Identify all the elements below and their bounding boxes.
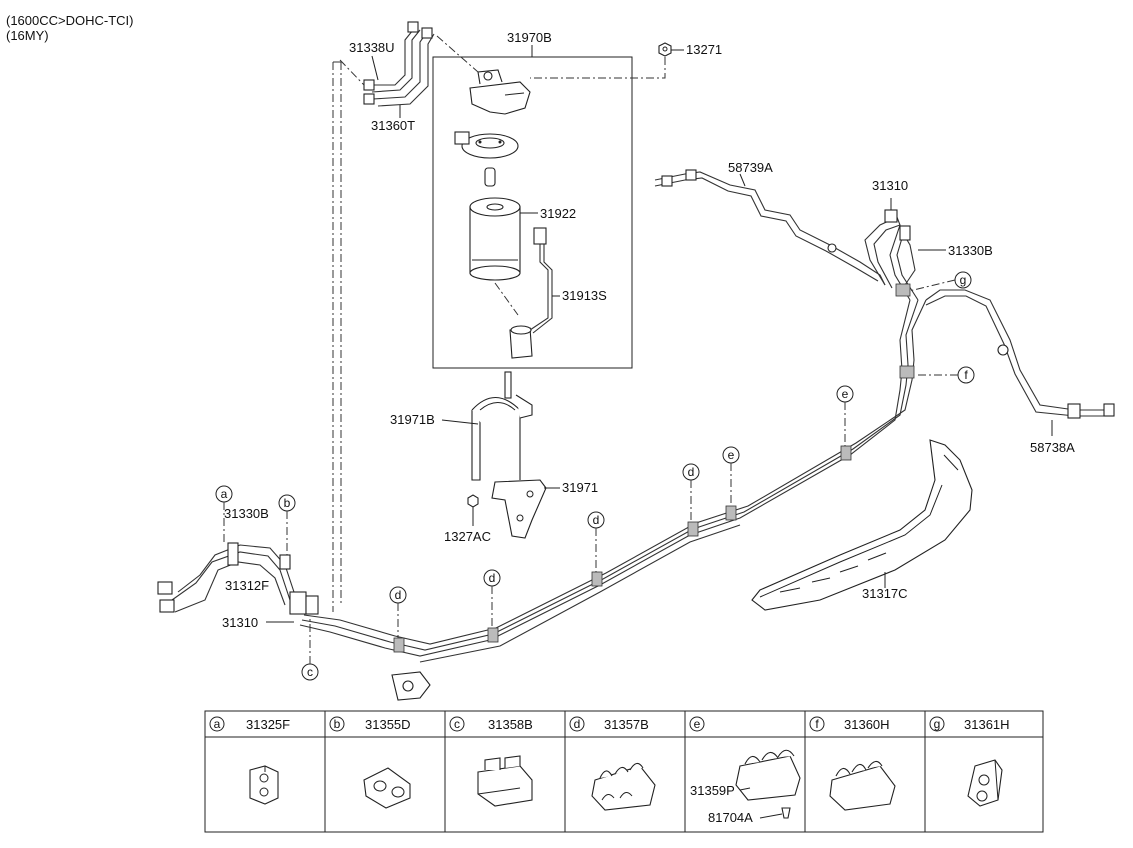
svg-text:31355D: 31355D: [365, 717, 411, 732]
hose-31330B-top: [864, 209, 916, 289]
callout-c: c: [301, 616, 319, 681]
svg-text:f: f: [964, 368, 968, 382]
callout-g: g: [904, 271, 972, 293]
heat-shield-31317C: [751, 439, 973, 611]
filter-head: [469, 69, 531, 115]
label-31360T: 31360T: [371, 118, 415, 133]
label-31338U: 31338U: [349, 40, 395, 55]
label-31330B-top: 31330B: [948, 243, 993, 258]
callout-a: a: [215, 485, 233, 545]
filter-cartridge-31922: [469, 197, 521, 281]
callout-d-2: d: [483, 569, 501, 630]
model-year: (16MY): [6, 28, 49, 43]
svg-text:e: e: [842, 387, 849, 401]
label-31971B: 31971B: [390, 412, 435, 427]
bottom-connector: [391, 671, 431, 701]
legend-table: [204, 710, 1044, 833]
callout-d-3: d: [587, 511, 605, 575]
nut-13271: [658, 42, 672, 57]
label-31970B: 31970B: [507, 30, 552, 45]
svg-text:31360H: 31360H: [844, 717, 890, 732]
svg-text:e: e: [728, 448, 735, 462]
svg-text:31357B: 31357B: [604, 717, 649, 732]
clip-31359P-drawing: [735, 749, 801, 819]
clip-31325F-drawing: [249, 765, 279, 805]
engine-spec: (1600CC>DOHC-TCI): [6, 13, 134, 28]
callout-e-1: e: [722, 446, 740, 510]
label-31359P: 31359P: [690, 783, 735, 798]
filter-hose-set: [363, 21, 435, 107]
callout-d-4: d: [682, 463, 700, 525]
svg-text:e: e: [694, 717, 701, 731]
legend-cell-c: c 31358B: [449, 716, 533, 732]
svg-text:b: b: [284, 496, 291, 510]
label-31312F: 31312F: [225, 578, 269, 593]
svg-text:31358B: 31358B: [488, 717, 533, 732]
label-31317C: 31317C: [862, 586, 908, 601]
svg-text:c: c: [307, 665, 313, 679]
label-31922: 31922: [540, 206, 576, 221]
svg-text:g: g: [934, 717, 941, 731]
legend-cell-e: e: [689, 716, 705, 732]
legend-cell-b: b 31355D: [329, 716, 411, 732]
label-81704A: 81704A: [708, 810, 753, 825]
line-clamps: [393, 283, 915, 653]
legend-cell-g: g 31361H: [929, 716, 1010, 732]
svg-text:g: g: [960, 273, 967, 287]
svg-text:f: f: [815, 717, 819, 731]
label-58739A: 58739A: [728, 160, 773, 175]
callout-b: b: [278, 494, 296, 555]
svg-text:31361H: 31361H: [964, 717, 1010, 732]
label-31310-left: 31310: [222, 615, 258, 630]
vent-line-58739A: [654, 169, 886, 286]
legend-cell-f: f 31360H: [809, 716, 890, 732]
svg-text:b: b: [334, 717, 341, 731]
filter-bracket: [467, 371, 547, 539]
clip-31360H-drawing: [829, 760, 896, 811]
label-13271: 13271: [686, 42, 722, 57]
svg-text:d: d: [574, 717, 581, 731]
callout-d-1: d: [389, 586, 407, 640]
left-hose-assembly: [157, 542, 319, 615]
label-58738A: 58738A: [1030, 440, 1075, 455]
svg-text:d: d: [489, 571, 496, 585]
water-sensor-31913S: [509, 227, 553, 359]
clip-31358B-drawing: [477, 755, 533, 807]
label-31971: 31971: [562, 480, 598, 495]
legend-cell-a: a 31325F: [209, 716, 290, 732]
label-31913S: 31913S: [562, 288, 607, 303]
filter-seal: [454, 131, 519, 159]
clip-31361H-drawing: [967, 759, 1003, 807]
filter-nipple: [484, 167, 496, 187]
svg-text:a: a: [221, 487, 228, 501]
label-31330B-left: 31330B: [224, 506, 269, 521]
legend-cell-d: d 31357B: [569, 716, 649, 732]
clip-31355D-drawing: [363, 767, 411, 809]
main-fuel-lines: [299, 211, 1115, 663]
clip-31357B-drawing: [591, 762, 656, 811]
callout-e-2: e: [836, 385, 854, 448]
label-1327AC: 1327AC: [444, 529, 491, 544]
svg-text:c: c: [454, 717, 460, 731]
callout-f: f: [915, 366, 975, 384]
svg-text:d: d: [593, 513, 600, 527]
svg-text:d: d: [688, 465, 695, 479]
label-31310-top: 31310: [872, 178, 908, 193]
svg-text:31325F: 31325F: [246, 717, 290, 732]
svg-text:d: d: [395, 588, 402, 602]
svg-text:a: a: [214, 717, 221, 731]
